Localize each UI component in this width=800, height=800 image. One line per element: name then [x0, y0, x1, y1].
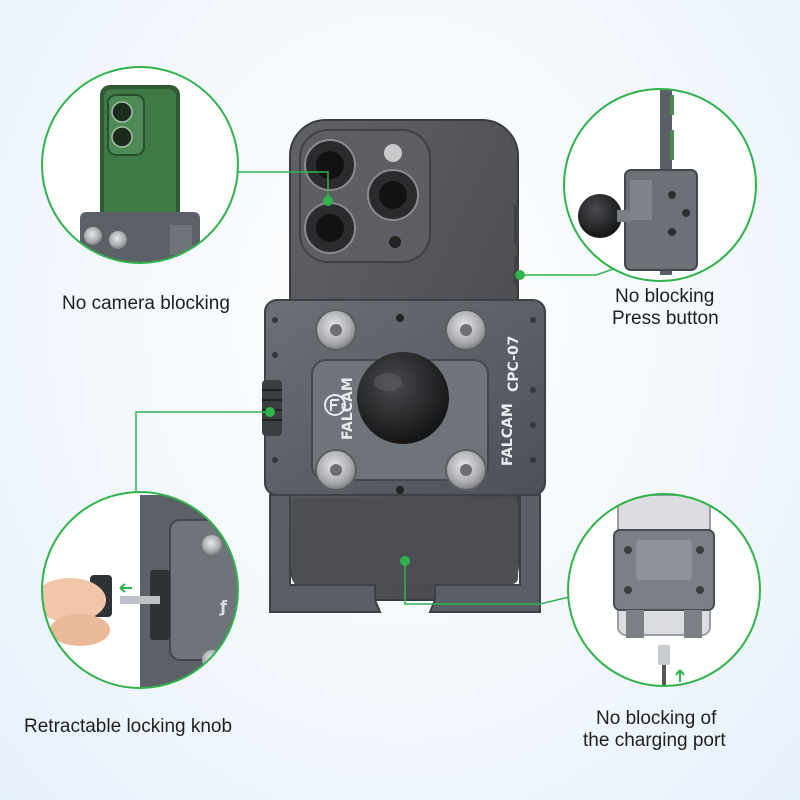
callout-dot-camera: [323, 196, 333, 206]
inset-charging-port: [567, 493, 761, 687]
clamp-screws: [315, 309, 487, 491]
callout-dot-press: [515, 270, 525, 280]
falcam-logo-icon: [324, 394, 346, 416]
svg-text:ƒ: ƒ: [219, 597, 228, 616]
brand-text-right: FALCAM: [500, 403, 516, 466]
model-text: CPC-07: [506, 336, 522, 392]
caption-camera: No camera blocking: [62, 293, 230, 314]
callout-dot-port: [400, 556, 410, 566]
caption-press-line2: Press button: [612, 308, 719, 329]
ball-mount: [357, 352, 449, 444]
caption-press-line1: No blocking: [615, 286, 715, 307]
brand-text: FALCAM: [340, 377, 356, 440]
caption-knob: Retractable locking knob: [24, 716, 233, 737]
caption-port-line2: the charging port: [583, 730, 726, 751]
inset-press-button: [563, 88, 757, 282]
callout-dot-knob: [265, 407, 275, 417]
camera-module: [299, 129, 431, 263]
inset-locking-knob: ƒ: [41, 491, 239, 689]
inset-camera: [41, 66, 239, 264]
caption-port-line1: No blocking of: [596, 708, 717, 729]
